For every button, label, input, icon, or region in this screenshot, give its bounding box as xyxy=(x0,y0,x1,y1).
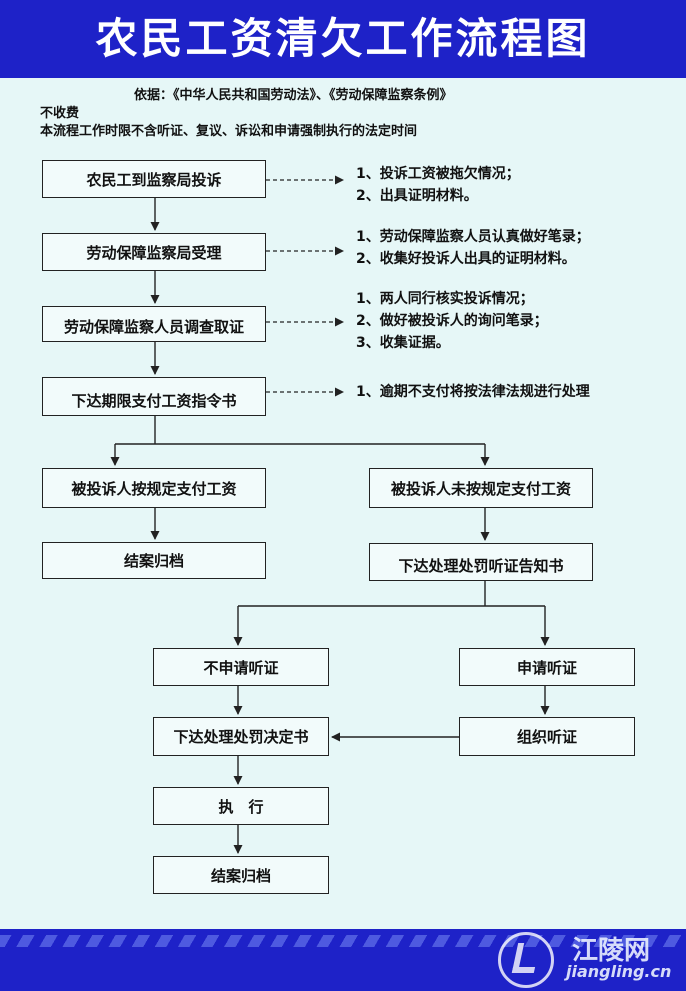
step-unpaid: 被投诉人未按规定支付工资 xyxy=(369,468,593,508)
note-line: 3、收集证据。 xyxy=(356,335,450,351)
step-accept: 劳动保障监察局受理 xyxy=(42,233,266,271)
watermark-name: 江陵网 xyxy=(572,936,651,966)
header-banner xyxy=(0,0,686,78)
notes-investigate: 1、两人同行核实投诉情况； 2、做好被投诉人的询问笔录； 3、收集证据。 xyxy=(356,288,548,354)
notes-accept: 1、劳动保障监察人员认真做好笔录； 2、收集好投诉人出具的证明材料。 xyxy=(356,226,590,270)
step-close-final: 结案归档 xyxy=(153,856,329,894)
notes-complaint: 1、投诉工资被拖欠情况； 2、出具证明材料。 xyxy=(356,163,520,207)
note-line: 2、收集好投诉人出具的证明材料。 xyxy=(356,251,576,267)
step-hold-hearing: 组织听证 xyxy=(459,717,635,756)
note-line: 1、两人同行核实投诉情况； xyxy=(356,291,534,307)
notes-order: 1、逾期不支付将按法律法规进行处理 xyxy=(356,381,590,403)
step-paid: 被投诉人按规定支付工资 xyxy=(42,468,266,508)
step-no-hearing: 不申请听证 xyxy=(153,648,329,686)
step-order: 下达期限支付工资指令书 xyxy=(42,377,266,416)
step-investigate: 劳动保障监察人员调查取证 xyxy=(42,306,266,342)
fee-note: 不收费 xyxy=(40,106,80,121)
step-complaint: 农民工到监察局投诉 xyxy=(42,160,266,198)
note-line: 1、投诉工资被拖欠情况； xyxy=(356,166,520,182)
note-line: 1、逾期不支付将按法律法规进行处理 xyxy=(356,384,590,400)
watermark-url: jiangling.cn xyxy=(566,962,672,981)
step-close-left: 结案归档 xyxy=(42,542,266,579)
step-decision: 下达处理处罚决定书 xyxy=(153,717,329,756)
note-line: 1、劳动保障监察人员认真做好笔录； xyxy=(356,229,590,245)
step-hearing-notice: 下达处理处罚听证告知书 xyxy=(369,543,593,581)
legal-basis: 依据：《中华人民共和国劳动法》、《劳动保障监察条例》 xyxy=(134,88,453,103)
note-line: 2、做好被投诉人的询问笔录； xyxy=(356,313,548,329)
time-limit-note: 本流程工作时限不含听证、复议、诉讼和申请强制执行的法定时间 xyxy=(40,124,418,139)
step-execute: 执 行 xyxy=(153,787,329,825)
watermark-logo-icon xyxy=(498,932,554,988)
page-title: 农民工资清欠工作流程图 xyxy=(95,14,591,63)
note-line: 2、出具证明材料。 xyxy=(356,188,478,204)
step-apply-hearing: 申请听证 xyxy=(459,648,635,686)
